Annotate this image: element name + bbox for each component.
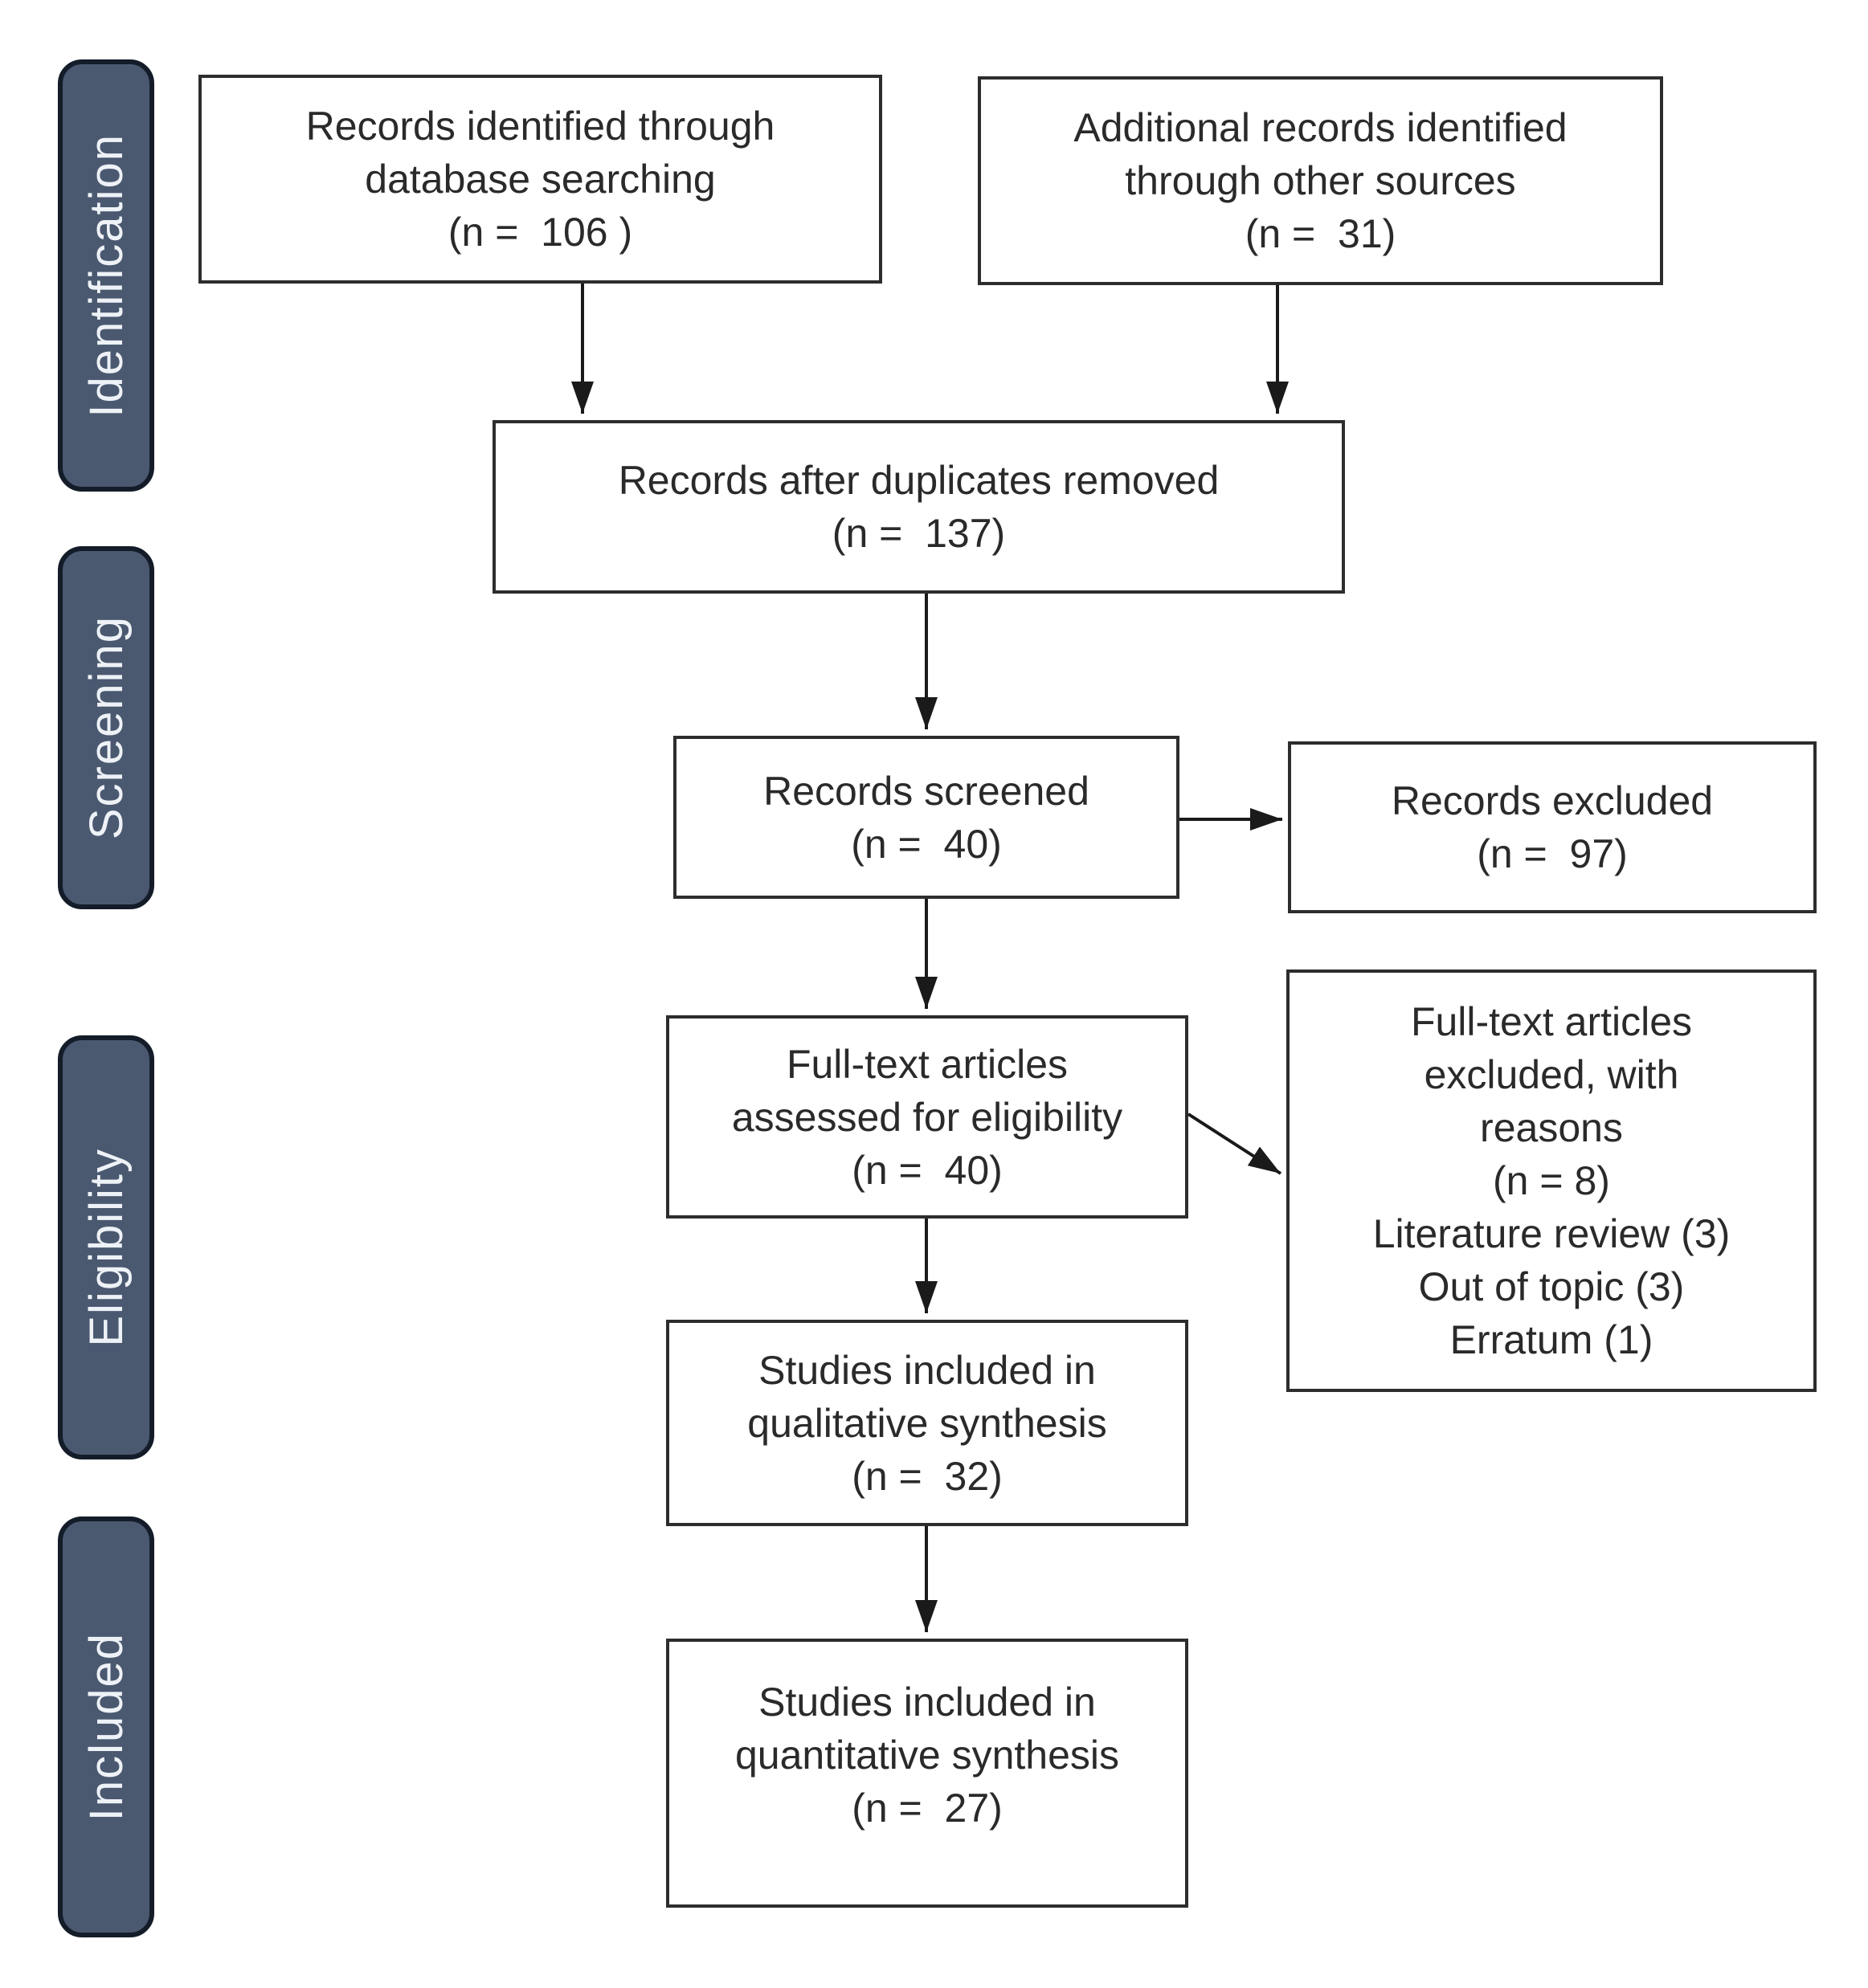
node-duplicates-removed-text: Records after duplicates removed (n = 13… — [618, 458, 1220, 556]
stage-bar-screening: Screening — [58, 546, 154, 909]
node-additional-records-text: Additional records identified through ot… — [1073, 105, 1568, 256]
stage-label-eligibility: Eligibility — [80, 1148, 133, 1347]
node-records-excluded: Records excluded (n = 97) — [1288, 741, 1817, 913]
node-records-identified: Records identified through database sear… — [198, 75, 882, 284]
stage-bar-included: Included — [58, 1517, 154, 1937]
stage-label-included: Included — [80, 1632, 133, 1822]
node-records-identified-text: Records identified through database sear… — [305, 104, 775, 255]
node-records-screened: Records screened (n = 40) — [673, 736, 1179, 899]
node-quantitative-synthesis: Studies included in quantitative synthes… — [666, 1639, 1188, 1908]
arrow-fulltext-to-excluded-reasons — [1187, 1112, 1282, 1175]
node-additional-records: Additional records identified through ot… — [978, 76, 1663, 285]
node-fulltext-excluded-text: Full-text articles excluded, with reason… — [1372, 999, 1731, 1362]
stage-label-screening: Screening — [80, 615, 133, 840]
node-fulltext-assessed-text: Full-text articles assessed for eligibil… — [731, 1041, 1123, 1193]
node-fulltext-assessed: Full-text articles assessed for eligibil… — [666, 1015, 1188, 1219]
node-records-excluded-text: Records excluded (n = 97) — [1391, 778, 1714, 876]
node-records-screened-text: Records screened (n = 40) — [763, 768, 1089, 867]
stage-bar-identification: Identification — [58, 59, 154, 492]
node-qualitative-synthesis-text: Studies included in qualitative synthesi… — [747, 1347, 1107, 1499]
node-quantitative-synthesis-text: Studies included in quantitative synthes… — [734, 1680, 1120, 1831]
stage-bar-eligibility: Eligibility — [58, 1035, 154, 1459]
node-duplicates-removed: Records after duplicates removed (n = 13… — [493, 420, 1345, 594]
node-fulltext-excluded: Full-text articles excluded, with reason… — [1286, 970, 1817, 1392]
stage-label-identification: Identification — [80, 133, 133, 418]
node-qualitative-synthesis: Studies included in qualitative synthesi… — [666, 1320, 1188, 1526]
